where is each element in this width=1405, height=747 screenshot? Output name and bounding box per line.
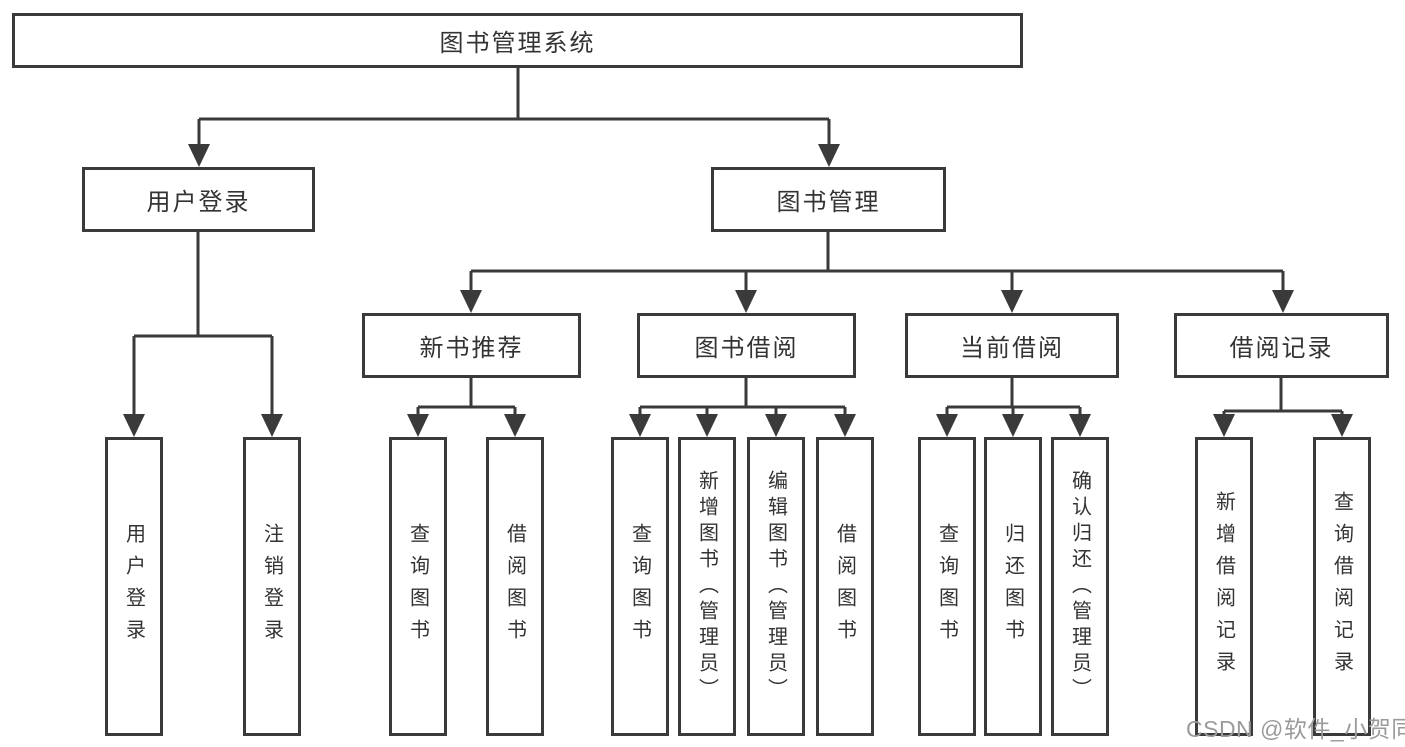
wire-bookmgmt-to-level3 [469, 232, 1285, 296]
node-label: 查询图书 [628, 522, 651, 651]
leaf-search-book-borrow: 查询图书 [611, 437, 669, 736]
leaf-search-book-current: 查询图书 [918, 437, 976, 736]
leaf-borrow-book: 借阅图书 [816, 437, 874, 736]
node-label: 用户登录 [122, 522, 145, 651]
node-label: 当前借阅 [960, 335, 1064, 362]
node-label: 确认归还（管理员） [1068, 469, 1091, 704]
leaf-return-book: 归还图书 [984, 437, 1042, 736]
node-book-management: 图书管理 [711, 167, 946, 232]
node-label: 编辑图书（管理员） [764, 469, 787, 704]
node-label: 新书推荐 [419, 335, 524, 362]
leaf-borrow-book-recommend: 借阅图书 [486, 437, 544, 736]
leaf-search-book-recommend: 查询图书 [389, 437, 447, 736]
node-user-login: 用户登录 [82, 167, 315, 232]
node-label: 注销登录 [260, 522, 283, 651]
leaf-confirm-return-admin: 确认归还（管理员） [1051, 437, 1109, 736]
leaf-logout: 注销登录 [243, 437, 301, 736]
node-label: 用户登录 [146, 189, 251, 216]
wire-currentborrow-to-leaves [945, 378, 1082, 420]
node-label: 新增图书（管理员） [695, 469, 718, 704]
leaf-edit-book-admin: 编辑图书（管理员） [747, 437, 805, 736]
node-borrow-records: 借阅记录 [1174, 313, 1389, 378]
leaf-add-borrow-record: 新增借阅记录 [1195, 437, 1253, 736]
node-label: 查询图书 [406, 522, 429, 651]
node-label: 图书管理 [776, 189, 881, 216]
node-root-library-system: 图书管理系统 [12, 13, 1023, 68]
node-label: 图书管理系统 [439, 30, 596, 57]
wire-borrowrecords-to-leaves [1222, 378, 1344, 420]
node-label: 借阅图书 [833, 522, 856, 651]
node-label: 查询图书 [935, 522, 958, 651]
node-label: 归还图书 [1001, 522, 1024, 651]
node-book-borrow: 图书借阅 [637, 313, 856, 378]
node-label: 图书借阅 [694, 335, 799, 362]
leaf-user-login: 用户登录 [105, 437, 163, 736]
wire-bookborrow-to-leaves [638, 378, 847, 420]
csdn-watermark: CSDN @软件_小贺同学 [1186, 716, 1405, 742]
node-label: 查询借阅记录 [1330, 490, 1353, 683]
arrowheads [123, 144, 1353, 437]
node-label: 借阅记录 [1229, 335, 1334, 362]
node-label: 新增借阅记录 [1212, 490, 1235, 683]
wire-newbook-to-leaves [416, 378, 517, 420]
wire-root-to-level2 [197, 68, 831, 150]
node-label: 借阅图书 [503, 522, 526, 651]
leaf-search-borrow-record: 查询借阅记录 [1313, 437, 1371, 736]
wire-userlogin-to-leaves [132, 232, 274, 420]
leaf-add-book-admin: 新增图书（管理员） [678, 437, 736, 736]
node-current-borrow: 当前借阅 [905, 313, 1119, 378]
node-new-book-recommend: 新书推荐 [362, 313, 581, 378]
